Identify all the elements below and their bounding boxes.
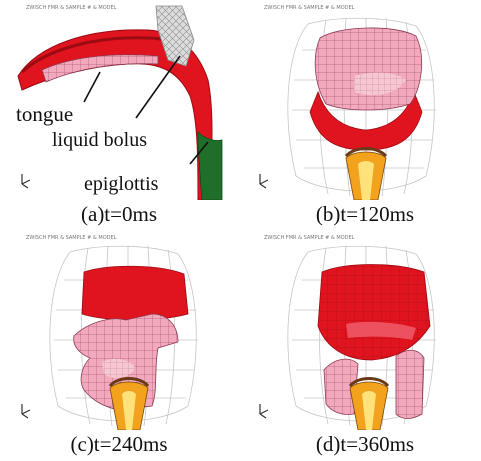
label-liquid-bolus: liquid bolus xyxy=(52,129,147,151)
soft-palate-red xyxy=(82,266,188,320)
panel-a: ZWISCH FMR & SAMPLE # & MODEL tongue liq… xyxy=(8,0,234,200)
axis-triad-icon xyxy=(22,404,30,418)
panel-d-figure: ZWISCH FMR & SAMPLE # & MODEL xyxy=(246,230,472,430)
axis-triad-icon xyxy=(22,174,30,188)
larynx-shape xyxy=(110,379,148,431)
panel-c-header: ZWISCH FMR & SAMPLE # & MODEL xyxy=(26,235,117,241)
panel-d: ZWISCH FMR & SAMPLE # & MODEL xyxy=(246,230,472,430)
label-tongue: tongue xyxy=(16,102,73,126)
panel-d-header: ZWISCH FMR & SAMPLE # & MODEL xyxy=(264,235,355,241)
label-epiglottis: epiglottis xyxy=(84,173,159,195)
tongue-pointer xyxy=(84,72,100,102)
panel-a-figure: ZWISCH FMR & SAMPLE # & MODEL tongue liq… xyxy=(8,0,234,200)
caption-a: (a)t=0ms xyxy=(34,202,204,227)
caption-c: (c)t=240ms xyxy=(34,432,204,457)
soft-palate-red xyxy=(318,265,430,361)
panel-b-figure: ZWISCH FMR & SAMPLE # & MODEL xyxy=(246,0,472,200)
axis-triad-icon xyxy=(260,174,268,188)
epiglottis-shape xyxy=(198,132,222,200)
panel-b-header: ZWISCH FMR & SAMPLE # & MODEL xyxy=(264,5,355,11)
panel-c-figure: ZWISCH FMR & SAMPLE # & MODEL xyxy=(8,230,234,430)
larynx-shape xyxy=(346,149,386,201)
panel-a-header: ZWISCH FMR & SAMPLE # & MODEL xyxy=(26,5,117,11)
panel-b: ZWISCH FMR & SAMPLE # & MODEL xyxy=(246,0,472,200)
caption-b: (b)t=120ms xyxy=(280,202,450,227)
panel-c: ZWISCH FMR & SAMPLE # & MODEL xyxy=(8,230,234,430)
axis-triad-icon xyxy=(260,404,268,418)
bolus-right xyxy=(396,350,424,418)
caption-d: (d)t=360ms xyxy=(280,432,450,457)
bolus-mass xyxy=(315,28,421,110)
